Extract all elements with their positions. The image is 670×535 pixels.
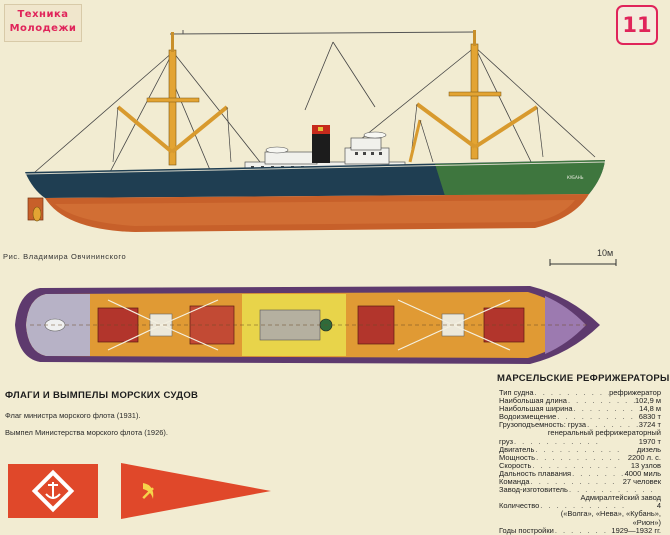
specs-table: Тип судна. . . . . . . . . . .рефрижерат… (499, 388, 661, 535)
ship-side-view: КУБАНЬ (24, 30, 606, 232)
spec-row: Тип судна. . . . . . . . . . .рефрижерат… (499, 388, 661, 397)
hull-name: КУБАНЬ (567, 175, 584, 180)
funnel (312, 125, 330, 163)
ship-deck-plan (15, 286, 600, 364)
spec-row: Грузоподъемность: груза. . . . . . . . .… (499, 420, 661, 430)
rigging (34, 41, 596, 173)
spec-row: Наибольшая длина. . . . . . . . . . .102… (499, 396, 661, 406)
magazine-logo: Техника Молодежи (4, 4, 82, 42)
anchor-icon (45, 482, 61, 499)
spec-row: Двигатель. . . . . . . . . . .дизель (499, 444, 661, 454)
issue-number-badge: 11 (616, 5, 658, 45)
spec-row: Завод-изготовитель. . . . . . . . . . . (499, 485, 655, 495)
pennant-caption: Вымпел Министерства морского флота (1926… (5, 428, 168, 437)
logo-line-2: Молодежи (9, 23, 77, 34)
scale-bar (549, 259, 617, 266)
spec-row: Дальность плавания. . . . . . . . . . .4… (499, 468, 661, 478)
flags-section-title: ФЛАГИ И ВЫМПЕЛЫ МОРСКИХ СУДОВ (5, 390, 199, 401)
hammer-sickle-icon (142, 483, 154, 499)
logo-line-1: Техника (17, 9, 69, 20)
spec-row: Водоизмещение. . . . . . . . . . .6830 т (499, 412, 661, 422)
spec-row: Команда. . . . . . . . . . .27 человек (499, 477, 661, 487)
spec-row: («Волга», «Нева», «Кубань», (560, 509, 661, 519)
spec-row: Годы постройки. . . . . . . . . . .1929—… (499, 525, 661, 535)
spec-row: генеральный рефрижераторный (547, 428, 661, 438)
rudder-propeller (27, 197, 44, 222)
spec-row: Скорость. . . . . . . . . . .13 узлов (499, 460, 661, 470)
minister-flag (8, 464, 98, 518)
scale-label: 10м (597, 248, 614, 258)
aerial-wire (169, 31, 476, 35)
main-mast (410, 30, 544, 160)
ministry-pennant (121, 463, 271, 519)
illustration-credit: Рис. Владимира Овчининского (3, 252, 127, 261)
spec-row: Адмиралтейский завод (580, 493, 661, 503)
spec-row: Наибольшая ширина. . . . . . . . . . .14… (499, 404, 661, 414)
specs-title: МАРСЕЛЬСКИЕ РЕФРИЖЕРАТОРЫ (497, 373, 670, 384)
spec-row: Количество. . . . . . . . . . .4 (499, 501, 661, 511)
spec-row: «Рион») (632, 517, 661, 527)
spec-row: Мощность. . . . . . . . . . .2200 л. с. (499, 452, 661, 462)
flag-caption: Флаг министра морского флота (1931). (5, 411, 141, 420)
fore-mast (112, 32, 232, 166)
spec-row: груз. . . . . . . . . . .1970 т (499, 436, 661, 446)
